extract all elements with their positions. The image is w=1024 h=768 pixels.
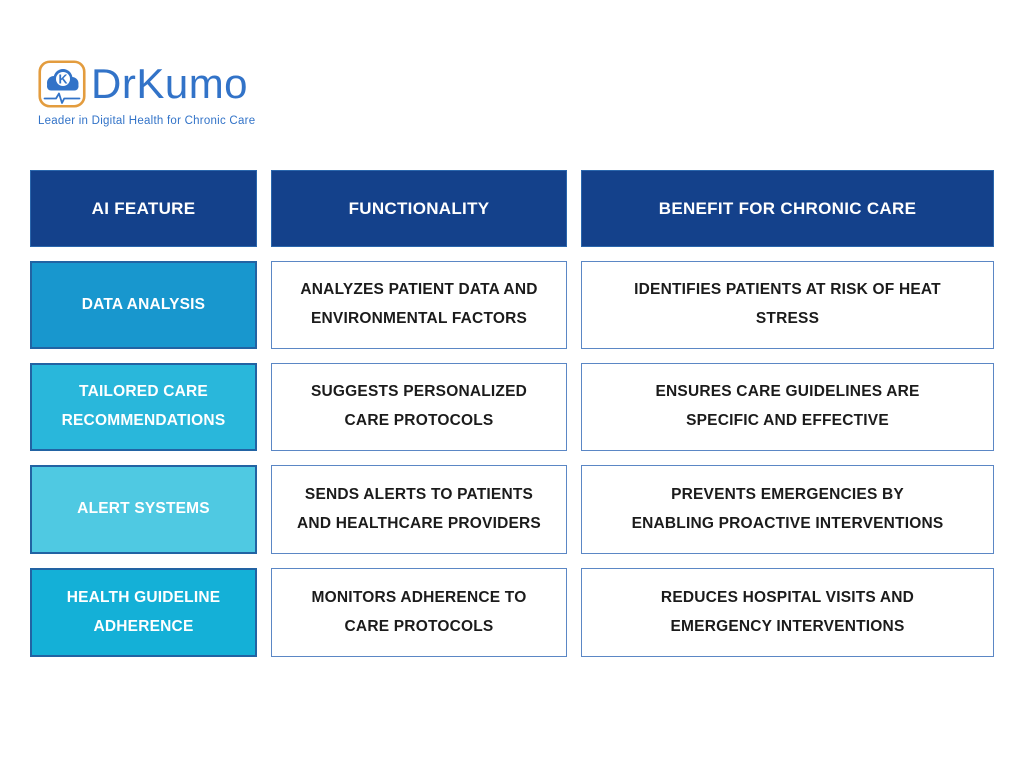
feature-label: ALERT SYSTEMS (77, 500, 210, 518)
drkumo-logo: K DrKumo Leader in Digital Health for Ch… (38, 60, 255, 127)
functionality-cell: ANALYZES PATIENT DATA AND ENVIRONMENTAL … (271, 261, 567, 349)
header-label: FUNCTIONALITY (348, 198, 490, 218)
benefit-cell: PREVENTS EMERGENCIES BY ENABLING PROACTI… (581, 465, 994, 554)
brand-name: DrKumo (91, 60, 249, 107)
feature-label: TAILORED CARE RECOMMENDATIONS (61, 383, 226, 429)
header-label: AI FEATURE (91, 198, 196, 218)
functionality-text: SENDS ALERTS TO PATIENTS AND HEALTHCARE … (297, 485, 541, 532)
functionality-cell: SUGGESTS PERSONALIZED CARE PROTOCOLS (271, 363, 567, 451)
benefit-text: REDUCES HOSPITAL VISITS AND EMERGENCY IN… (660, 588, 915, 635)
feature-cell-data-analysis: DATA ANALYSIS (30, 261, 257, 349)
benefit-text: PREVENTS EMERGENCIES BY ENABLING PROACTI… (631, 485, 944, 532)
header-cell-ai-feature: AI FEATURE (30, 170, 257, 247)
benefit-cell: REDUCES HOSPITAL VISITS AND EMERGENCY IN… (581, 568, 994, 657)
header-cell-benefit: BENEFIT FOR CHRONIC CARE (581, 170, 994, 247)
feature-cell-tailored-care: TAILORED CARE RECOMMENDATIONS (30, 363, 257, 451)
benefit-text: IDENTIFIES PATIENTS AT RISK OF HEAT STRE… (634, 281, 941, 327)
feature-cell-health-guideline: HEALTH GUIDELINE ADHERENCE (30, 568, 257, 657)
header-cell-functionality: FUNCTIONALITY (271, 170, 567, 247)
feature-label: HEALTH GUIDELINE ADHERENCE (66, 588, 221, 635)
feature-cell-alert-systems: ALERT SYSTEMS (30, 465, 257, 554)
benefit-text: ENSURES CARE GUIDELINES ARE SPECIFIC AND… (655, 383, 920, 429)
functionality-text: SUGGESTS PERSONALIZED CARE PROTOCOLS (310, 383, 528, 429)
feature-label: DATA ANALYSIS (81, 295, 206, 313)
functionality-text: MONITORS ADHERENCE TO CARE PROTOCOLS (311, 588, 527, 635)
brand-tagline: Leader in Digital Health for Chronic Car… (38, 115, 256, 127)
cloud-k-heartbeat-icon: K (38, 60, 86, 108)
ai-feature-table: AI FEATURE FUNCTIONALITY BENEFIT FOR CHR… (30, 170, 994, 657)
benefit-cell: ENSURES CARE GUIDELINES ARE SPECIFIC AND… (581, 363, 994, 451)
functionality-cell: SENDS ALERTS TO PATIENTS AND HEALTHCARE … (271, 465, 567, 554)
svg-text:K: K (58, 72, 67, 86)
header-label: BENEFIT FOR CHRONIC CARE (658, 198, 917, 218)
functionality-text: ANALYZES PATIENT DATA AND ENVIRONMENTAL … (300, 281, 538, 327)
functionality-cell: MONITORS ADHERENCE TO CARE PROTOCOLS (271, 568, 567, 657)
benefit-cell: IDENTIFIES PATIENTS AT RISK OF HEAT STRE… (581, 261, 994, 349)
